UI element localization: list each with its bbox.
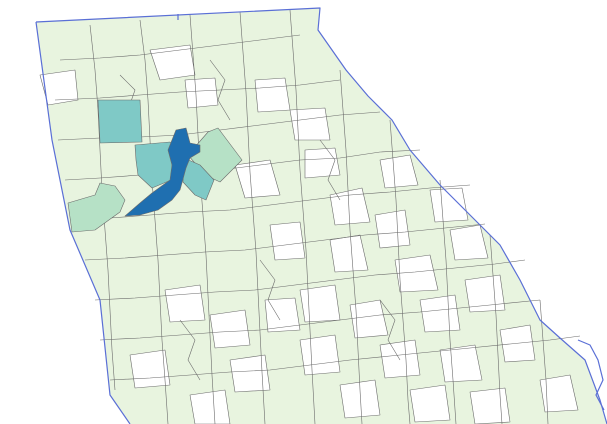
county-no-data[interactable] [164, 284, 206, 323]
county-no-data[interactable] [209, 309, 251, 349]
county-bartow[interactable] [97, 99, 143, 144]
county-no-data[interactable] [379, 339, 421, 379]
county-no-data[interactable] [264, 297, 301, 333]
county-borders [54, 9, 581, 424]
county-no-data[interactable] [419, 294, 461, 333]
county-no-data[interactable] [189, 389, 231, 424]
state-outline [35, 7, 607, 424]
county-carroll[interactable] [67, 182, 126, 233]
county-no-data[interactable] [439, 344, 483, 383]
county-no-data[interactable] [304, 147, 341, 179]
county-no-data[interactable] [409, 384, 451, 423]
county-no-data[interactable] [254, 77, 291, 113]
coast-inlet [577, 339, 605, 411]
county-no-data[interactable] [379, 154, 419, 189]
county-no-data[interactable] [329, 187, 371, 226]
highlighted-counties [67, 99, 243, 233]
no-data-counties [39, 44, 579, 424]
county-no-data[interactable] [339, 379, 381, 419]
county-no-data[interactable] [269, 221, 306, 261]
county-no-data[interactable] [234, 159, 281, 199]
county-no-data[interactable] [289, 107, 331, 141]
county-no-data[interactable] [539, 374, 579, 413]
state-west-border [35, 21, 131, 424]
county-no-data[interactable] [229, 354, 271, 393]
county-fulton[interactable] [124, 127, 201, 217]
county-no-data[interactable] [469, 387, 511, 424]
county-no-data[interactable] [149, 44, 196, 81]
county-no-data[interactable] [394, 254, 439, 293]
county-no-data[interactable] [299, 284, 341, 323]
county-no-data[interactable] [374, 209, 411, 249]
county-no-data[interactable] [349, 299, 389, 339]
county-no-data[interactable] [184, 77, 219, 109]
county-dekalb[interactable] [182, 157, 215, 201]
county-no-data[interactable] [464, 274, 506, 313]
county-no-data[interactable] [449, 224, 489, 261]
county-no-data[interactable] [429, 187, 469, 223]
county-no-data[interactable] [299, 334, 341, 376]
